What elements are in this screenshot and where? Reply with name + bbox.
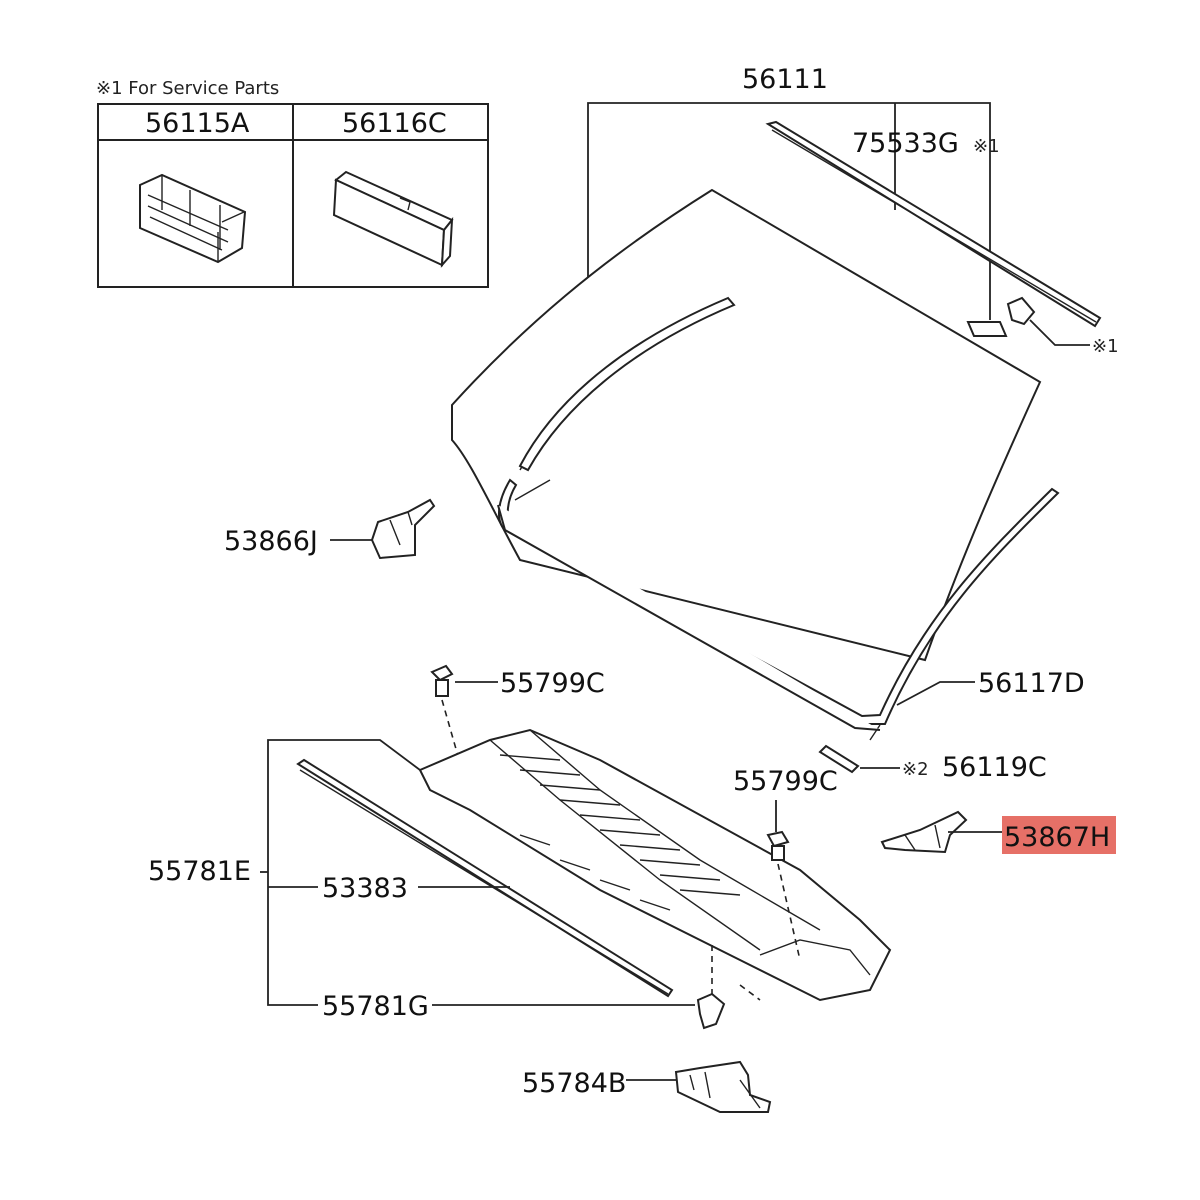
label-56119c: 56119C — [942, 752, 1047, 783]
bracket-56111: 56111 75533G ※1 — [587, 64, 1000, 320]
bracket-55784b: 55784B — [522, 1060, 772, 1113]
fastener-55799c-mid: 55799C — [733, 766, 838, 961]
label-56111: 56111 — [742, 64, 828, 95]
cowl-assembly — [418, 728, 892, 1002]
clip-56115a-drawing — [139, 173, 247, 264]
roof-molding-75533g — [765, 120, 1102, 328]
service-parts-inset: ※1 For Service Parts 56115A 56116C — [96, 78, 489, 288]
clip-top-right: ※1 — [966, 296, 1119, 357]
label-55799c-top: 55799C — [500, 668, 605, 699]
label-75533g: 75533G — [852, 128, 959, 159]
windshield-glass — [451, 188, 1042, 662]
clip-55781g — [696, 945, 761, 1030]
label-56117d: 56117D — [978, 668, 1085, 699]
weatherstrip-56117d: 56117D — [497, 478, 1085, 741]
bracket-53866j: 53866J — [224, 498, 436, 560]
strip-56119c: ※2 56119C — [818, 744, 1047, 783]
inset-label-56116c: 56116C — [342, 108, 447, 139]
inset-label-56115a: 56115A — [145, 108, 250, 139]
label-53383: 53383 — [322, 873, 408, 904]
label-55799c-mid: 55799C — [733, 766, 838, 797]
label-55784b: 55784B — [522, 1068, 626, 1099]
fastener-55799c-top: 55799C — [430, 664, 605, 771]
hood-seal-53383 — [296, 758, 674, 998]
label-55781g: 55781G — [322, 991, 429, 1022]
strip-56116c-drawing — [332, 170, 454, 268]
bracket-55781e: 55781E 53383 55781G — [148, 739, 695, 1022]
label-53867h: 53867H — [1004, 822, 1110, 853]
mark-56119c: ※2 — [902, 759, 929, 780]
bracket-53867h: 53867H — [880, 810, 1116, 854]
mark-clip: ※1 — [1092, 336, 1119, 357]
service-note-header: ※1 For Service Parts — [96, 78, 279, 99]
label-55781e: 55781E — [148, 856, 251, 887]
mark-75533g: ※1 — [973, 136, 1000, 157]
highlight-53867h — [1002, 816, 1116, 854]
label-53866j: 53866J — [224, 526, 318, 557]
